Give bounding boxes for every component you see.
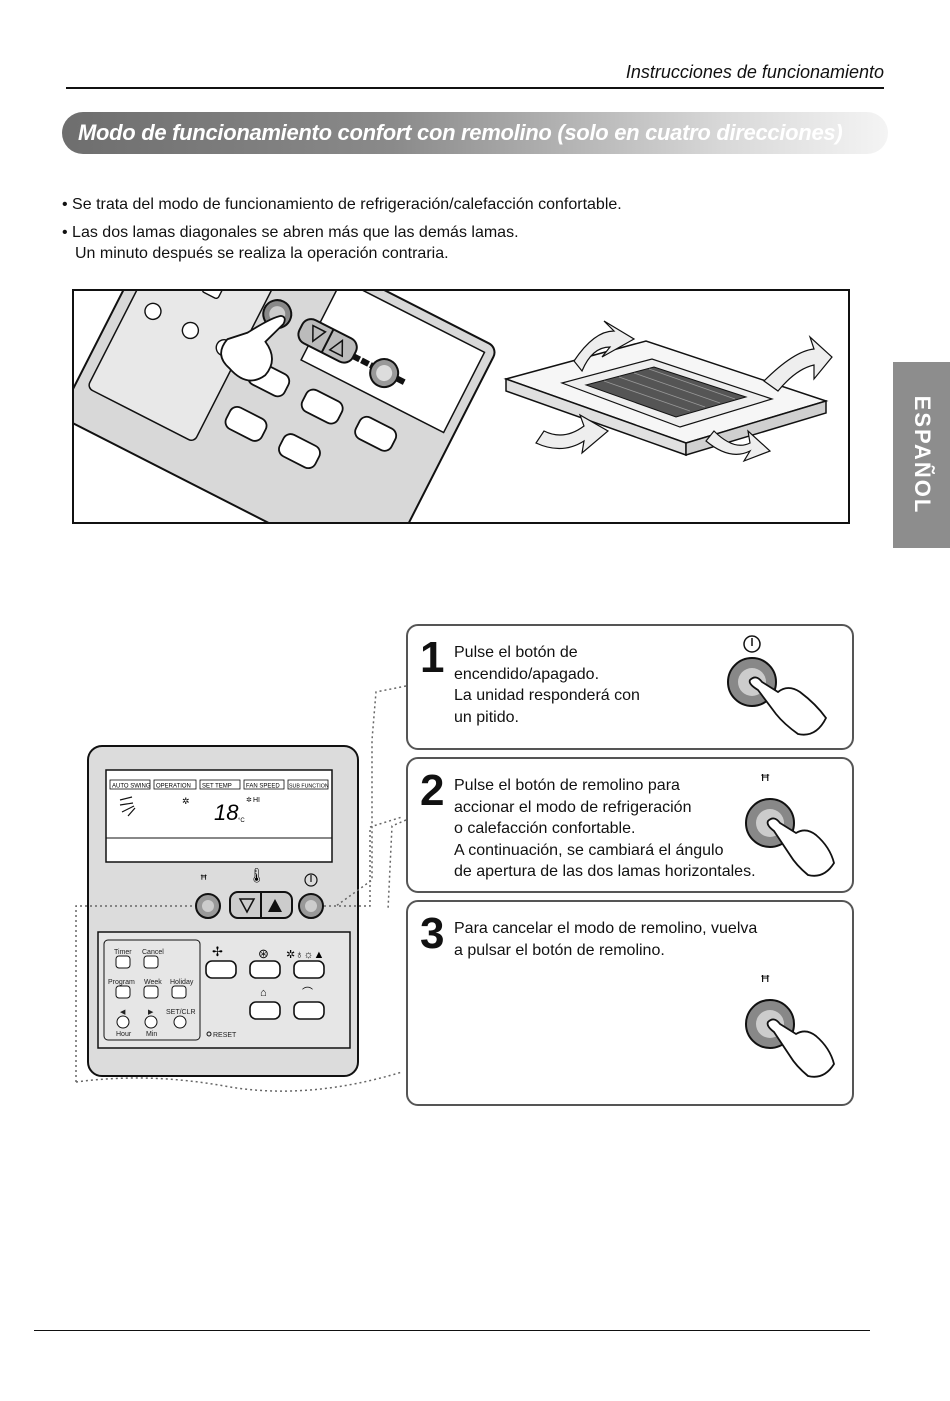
svg-text:ꟸ: ꟸ xyxy=(760,771,770,792)
mode-button[interactable] xyxy=(293,960,325,979)
step-1-line: La unidad responderá con xyxy=(454,687,640,704)
fan-blade-icon: ✢ xyxy=(212,944,223,959)
lcd-temperature: 18 xyxy=(214,800,239,825)
function-button[interactable] xyxy=(249,1001,281,1020)
cassette-unit xyxy=(503,320,833,463)
fan-icon: ✲ xyxy=(246,796,252,804)
timer-label: Timer xyxy=(114,949,132,956)
holiday-label: Holiday xyxy=(170,979,194,986)
temp-down-icon xyxy=(238,898,256,914)
svg-text:ꟸ: ꟸ xyxy=(760,972,770,993)
cool-icon: ✲ xyxy=(182,796,190,806)
button-panel xyxy=(97,931,351,1049)
min-arrow-icon: ▶ xyxy=(148,1009,154,1016)
language-tab-label: ESPAÑOL xyxy=(909,395,935,515)
section-title: Modo de funcionamiento confort con remol… xyxy=(78,120,843,145)
louver-button[interactable] xyxy=(293,1001,325,1020)
swing-lines-icon xyxy=(119,796,136,817)
mode-icons: ✲♁☼▲ xyxy=(286,949,324,961)
hour-button[interactable] xyxy=(116,1015,130,1029)
home-icon: ⌂ xyxy=(260,987,267,999)
lcd-fan-speed: HI xyxy=(253,797,260,804)
holiday-button[interactable] xyxy=(171,985,187,999)
step-1-line: Pulse el botón de xyxy=(454,644,578,661)
step-2-line: de apertura de las dos lamas horizontale… xyxy=(454,863,756,880)
callout-lines xyxy=(335,685,407,910)
louver-icon: ⌒ xyxy=(302,986,313,999)
program-button[interactable] xyxy=(115,985,131,999)
press-power-icon xyxy=(727,635,828,736)
step-2-number: 2 xyxy=(420,766,445,815)
temp-up-icon xyxy=(268,899,282,912)
lcd-temp-unit: °C xyxy=(238,818,245,824)
ventilation-button[interactable] xyxy=(205,960,237,979)
step-2-line: accionar el modo de refrigeración xyxy=(454,798,692,816)
illustration-frame xyxy=(72,289,850,524)
remote-and-cassette-illustration xyxy=(74,291,833,522)
thermometer-icon: 🌡 xyxy=(248,867,266,883)
press-swing-icon: ꟸ xyxy=(745,771,835,877)
setclr-label: SET/CLR xyxy=(166,1009,196,1016)
footer-rule xyxy=(34,1330,870,1331)
swing-symbol-icon: ꟸ xyxy=(200,872,208,887)
step-1-number: 1 xyxy=(420,633,445,682)
step-1-box: 1 Pulse el botón de encendido/apagado. L… xyxy=(406,624,854,750)
language-tab: ESPAÑOL xyxy=(893,362,950,548)
week-label: Week xyxy=(144,979,162,986)
fan-speed-icon: ⊛ xyxy=(258,946,269,961)
min-button[interactable] xyxy=(144,1015,158,1029)
step-3-line: a pulsar el botón de remolino. xyxy=(454,941,665,959)
remote-controller: AUTO SWING OPERATION SET TEMP FAN SPEED … xyxy=(75,745,402,1092)
step-2-line: A continuación, se cambiará el ángulo xyxy=(454,841,724,859)
timer-button[interactable] xyxy=(115,955,131,969)
power-icon xyxy=(304,873,318,887)
step-1-line: un pitido. xyxy=(454,708,519,726)
min-label: Min xyxy=(146,1031,157,1038)
step-2-line: o calefacción confortable. xyxy=(454,820,636,837)
step-2-box: 2 Pulse el botón de remolino para accion… xyxy=(406,757,854,893)
hour-arrow-icon: ◀ xyxy=(120,1009,126,1016)
lcd-tab-fan-speed: FAN SPEED xyxy=(246,784,280,790)
step-3-box: 3 Para cancelar el modo de remolino, vue… xyxy=(406,900,854,1106)
step-1-line: encendido/apagado. xyxy=(454,665,600,683)
week-button[interactable] xyxy=(143,985,159,999)
hour-label: Hour xyxy=(116,1031,132,1038)
cancel-label: Cancel xyxy=(142,949,164,956)
bullet-1: • Se trata del modo de funcionamiento de… xyxy=(62,196,622,213)
fan-speed-button[interactable] xyxy=(249,960,281,979)
lcd-tab-operation: OPERATION xyxy=(156,784,191,790)
setclr-button[interactable] xyxy=(173,1015,187,1029)
step-3-number: 3 xyxy=(420,909,445,958)
program-label: Program xyxy=(108,979,135,986)
section-banner: Modo de funcionamiento confort con remol… xyxy=(62,112,888,154)
bullet-2: • Las dos lamas diagonales se abren más … xyxy=(62,224,519,241)
page-header: Instrucciones de funcionamiento xyxy=(625,62,884,82)
lcd-tab-sub-function: SUB FUNCTION xyxy=(289,784,329,790)
bullet-list: • Se trata del modo de funcionamiento de… xyxy=(62,194,622,271)
press-swing-cancel-icon: ꟸ xyxy=(745,972,835,1078)
header-rule xyxy=(66,87,884,89)
reset-label: RESET xyxy=(213,1032,237,1039)
step-2-line: Pulse el botón de remolino para xyxy=(454,777,680,794)
bullet-2-continuation: Un minuto después se realiza la operació… xyxy=(75,245,449,262)
lcd-tab-auto-swing: AUTO SWING xyxy=(112,784,151,790)
cancel-button[interactable] xyxy=(143,955,159,969)
lcd-tab-set-temp: SET TEMP xyxy=(202,784,232,790)
step-3-line: Para cancelar el modo de remolino, vuelv… xyxy=(454,920,758,937)
